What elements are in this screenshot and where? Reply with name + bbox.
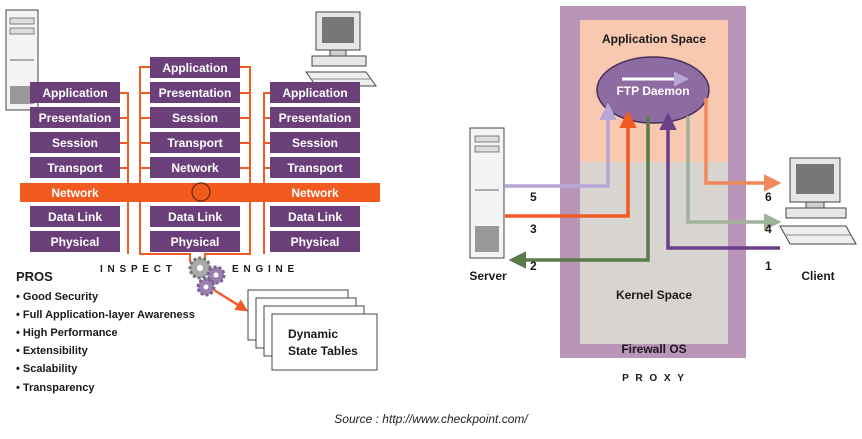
flow-4 [686, 116, 782, 231]
layer-network: Network [171, 161, 219, 175]
pros-list: PROS • Good Security • Full Application-… [16, 269, 195, 394]
ftp-daemon-label: FTP Daemon [616, 84, 689, 98]
flow-number: 4 [765, 222, 772, 236]
flow-3 [505, 110, 637, 218]
layer-data-link: Data Link [48, 210, 102, 224]
pros-item: • Scalability [16, 363, 78, 375]
pros-item: • Extensibility [16, 345, 89, 357]
layer-data-link: Data Link [288, 210, 342, 224]
layer-physical: Physical [291, 235, 340, 249]
state-tables-line1: Dynamic [288, 327, 338, 341]
layer-application: Application [42, 86, 107, 100]
layer-presentation: Presentation [159, 86, 232, 100]
flow-5 [505, 102, 617, 188]
flow-6 [704, 98, 782, 192]
pros-title: PROS [16, 269, 53, 284]
layer-presentation: Presentation [39, 111, 112, 125]
flow-number: 3 [530, 222, 537, 236]
layer-presentation: Presentation [279, 111, 352, 125]
engine-label-right: E N G I N E [232, 264, 295, 275]
layer-physical: Physical [171, 235, 220, 249]
layer-session: Session [292, 136, 338, 150]
desktop-computer-icon [779, 157, 857, 245]
flow-2 [508, 116, 650, 269]
layer-session: Session [52, 136, 98, 150]
right-layer-stack: Application Presentation Session Transpo… [270, 82, 360, 252]
pros-item: • Transparency [16, 382, 95, 394]
flow-number: 6 [765, 190, 772, 204]
engine-to-state-arrow [213, 288, 249, 312]
server-tower-icon [5, 9, 39, 111]
flow-number: 5 [530, 190, 537, 204]
pros-item: • High Performance [16, 327, 118, 339]
state-tables-line2: State Tables [288, 344, 358, 358]
layer-data-link: Data Link [168, 210, 222, 224]
layer-session: Session [172, 111, 218, 125]
layer-application: Application [162, 61, 227, 75]
inspect-bracket-lines [120, 66, 270, 262]
left-layer-stack: Application Presentation Session Transpo… [30, 82, 120, 252]
inspection-point [191, 182, 211, 202]
layer-application: Application [282, 86, 347, 100]
inspect-diagram: Application Presentation Session Transpo… [5, 9, 380, 394]
kernel-space [580, 162, 728, 344]
pros-item: • Full Application-layer Awareness [16, 309, 195, 321]
flow-number: 2 [530, 259, 537, 273]
layer-physical: Physical [51, 235, 100, 249]
server-tower-icon [469, 127, 505, 259]
desktop-computer-icon [305, 11, 377, 87]
flow-number: 1 [765, 259, 772, 273]
network-label-right: Network [291, 186, 339, 200]
center-layer-stack: Application Presentation Session Transpo… [150, 57, 240, 252]
network-band: Network Network [20, 182, 380, 202]
proxy-diagram: Application Space Kernel Space Firewall … [469, 6, 857, 384]
server-label: Server [469, 269, 507, 283]
dynamic-state-tables: Dynamic State Tables [247, 289, 378, 371]
layer-transport: Transport [167, 136, 222, 150]
engine-label-left: I N S P E C T [100, 264, 173, 275]
layer-transport: Transport [287, 161, 342, 175]
client-label: Client [801, 269, 834, 283]
kernel-space-label: Kernel Space [616, 288, 692, 302]
network-label-left: Network [51, 186, 99, 200]
proxy-caption: P R O X Y [622, 373, 686, 384]
ftp-daemon: FTP Daemon [596, 56, 710, 124]
flow-1 [659, 112, 780, 250]
flow-arrows [505, 98, 782, 269]
pros-item: • Good Security [16, 291, 99, 303]
gears-icon [188, 256, 226, 297]
layer-transport: Transport [47, 161, 102, 175]
firewall-os-label: Firewall OS [621, 342, 686, 356]
source-caption: Source : http://www.checkpoint.com/ [334, 412, 528, 426]
application-space-label: Application Space [602, 32, 706, 46]
